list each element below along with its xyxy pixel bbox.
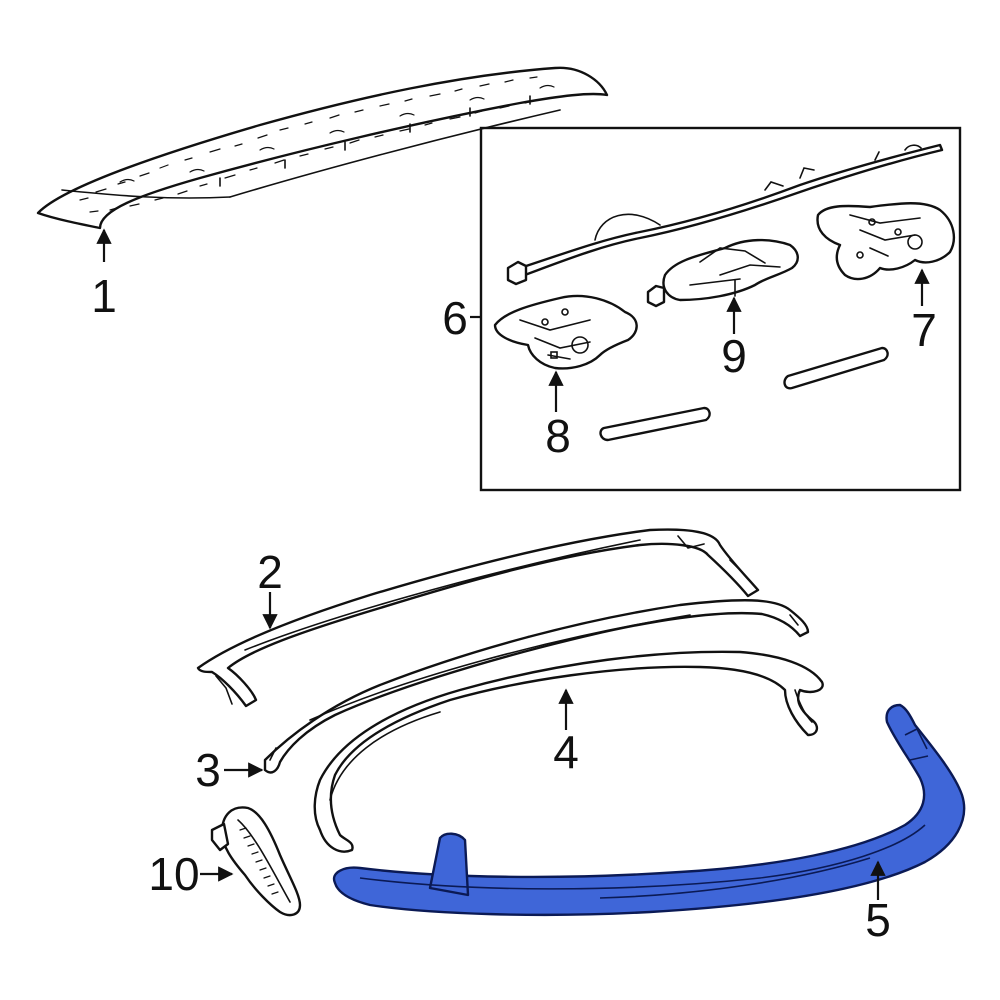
- callout-5: 5: [865, 894, 891, 946]
- leader-lines: [96, 228, 930, 900]
- part-1-roof-panel[interactable]: [36, 66, 609, 230]
- part-6-cable-assembly[interactable]: [506, 143, 944, 286]
- part-4-seal[interactable]: [313, 650, 824, 853]
- part-3-rail[interactable]: [263, 599, 810, 774]
- callout-8: 8: [545, 410, 571, 462]
- part-9-latch-module[interactable]: [646, 238, 799, 308]
- callout-1: 1: [91, 270, 117, 322]
- pin-left: [599, 406, 711, 442]
- part-5-rear-bow[interactable]: [332, 703, 966, 917]
- callout-4: 4: [553, 726, 579, 778]
- callout-2: 2: [257, 546, 283, 598]
- pin-right: [783, 346, 889, 390]
- callout-3: 3: [195, 744, 221, 796]
- part-10-vent-cover[interactable]: [210, 806, 302, 917]
- part-6-inset-box: [479, 126, 962, 492]
- callout-labels: 1 2 3 4 5 6 7 8 9 10: [91, 270, 937, 946]
- part-7-hinge-bracket[interactable]: [816, 202, 956, 281]
- callout-7: 7: [911, 304, 937, 356]
- callout-6: 6: [442, 292, 468, 344]
- callout-9: 9: [721, 330, 747, 382]
- callout-10: 10: [148, 848, 199, 900]
- part-8-hinge-bracket[interactable]: [493, 294, 638, 370]
- part-2-front-rail[interactable]: [196, 528, 760, 708]
